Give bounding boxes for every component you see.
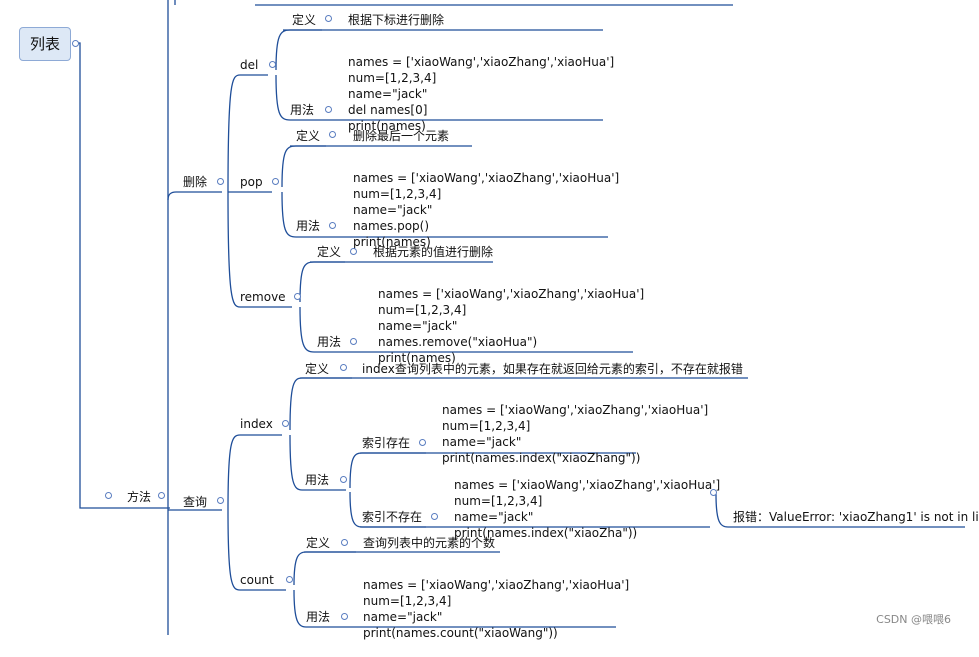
count-usage-toggle[interactable] (341, 613, 348, 620)
watermark: CSDN @喂喂6 (876, 613, 951, 626)
mindmap-connectors (75, 0, 965, 635)
del-usage-label[interactable]: 用法 (290, 103, 315, 117)
index-error-toggle[interactable] (710, 489, 717, 496)
count-def-label[interactable]: 定义 (306, 536, 331, 550)
remove-toggle[interactable] (294, 293, 301, 300)
del-def-text: 根据下标进行删除 (348, 13, 445, 27)
index-def-toggle[interactable] (340, 364, 347, 371)
pop-def-label[interactable]: 定义 (296, 129, 321, 143)
delete-toggle[interactable] (217, 178, 224, 185)
index-def-text: index查询列表中的元素，如果存在就返回给元素的索引，不存在就报错 (362, 362, 743, 376)
remove-usage-label[interactable]: 用法 (317, 335, 342, 349)
remove-def-text: 根据元素的值进行删除 (373, 245, 494, 259)
node-delete[interactable]: 删除 (183, 175, 208, 189)
count-def-text: 查询列表中的元素的个数 (363, 536, 496, 550)
node-index[interactable]: index (240, 417, 273, 431)
remove-usage-toggle[interactable] (350, 338, 357, 345)
count-toggle[interactable] (286, 576, 293, 583)
index-def-label[interactable]: 定义 (305, 362, 330, 376)
node-pop[interactable]: pop (240, 175, 263, 189)
query-toggle[interactable] (217, 497, 224, 504)
count-code-block: names = ['xiaoWang','xiaoZhang','xiaoHua… (363, 578, 630, 640)
methods-collapse-toggle[interactable] (105, 492, 112, 499)
remove-code-block: names = ['xiaoWang','xiaoZhang','xiaoHua… (378, 287, 645, 365)
index-usage-label[interactable]: 用法 (305, 473, 330, 487)
index-error-text: 报错：ValueError: 'xiaoZhang1' is not in li (733, 510, 979, 524)
node-methods[interactable]: 方法 (127, 490, 152, 504)
root-collapse-toggle[interactable] (72, 40, 79, 47)
del-toggle[interactable] (269, 61, 276, 68)
del-def-toggle[interactable] (325, 15, 332, 22)
del-usage-toggle[interactable] (325, 106, 332, 113)
node-del[interactable]: del (240, 58, 259, 72)
del-def-label[interactable]: 定义 (292, 13, 317, 27)
remove-def-label[interactable]: 定义 (317, 245, 342, 259)
index-not-exists-code-block: names = ['xiaoWang','xiaoZhang','xiaoHua… (454, 478, 721, 540)
index-not-exists-toggle[interactable] (431, 513, 438, 520)
root-node-list[interactable]: 列表 (19, 27, 71, 61)
index-not-exists-label[interactable]: 索引不存在 (362, 510, 423, 524)
pop-def-text: 删除最后一个元素 (353, 129, 450, 143)
remove-def-toggle[interactable] (350, 248, 357, 255)
node-remove[interactable]: remove (240, 290, 286, 304)
pop-def-toggle[interactable] (329, 131, 336, 138)
count-def-toggle[interactable] (341, 539, 348, 546)
index-exists-toggle[interactable] (419, 439, 426, 446)
pop-usage-label[interactable]: 用法 (296, 219, 321, 233)
count-usage-label[interactable]: 用法 (306, 610, 331, 624)
node-count[interactable]: count (240, 573, 274, 587)
index-exists-code-block: names = ['xiaoWang','xiaoZhang','xiaoHua… (442, 403, 709, 465)
node-query[interactable]: 查询 (183, 495, 208, 509)
index-exists-label[interactable]: 索引存在 (362, 436, 411, 450)
del-code-block: names = ['xiaoWang','xiaoZhang','xiaoHua… (348, 55, 615, 133)
pop-code-block: names = ['xiaoWang','xiaoZhang','xiaoHua… (353, 171, 620, 249)
pop-toggle[interactable] (272, 178, 279, 185)
pop-usage-toggle[interactable] (329, 222, 336, 229)
methods-expand-toggle[interactable] (158, 492, 165, 499)
index-usage-toggle[interactable] (340, 476, 347, 483)
index-toggle[interactable] (282, 420, 289, 427)
